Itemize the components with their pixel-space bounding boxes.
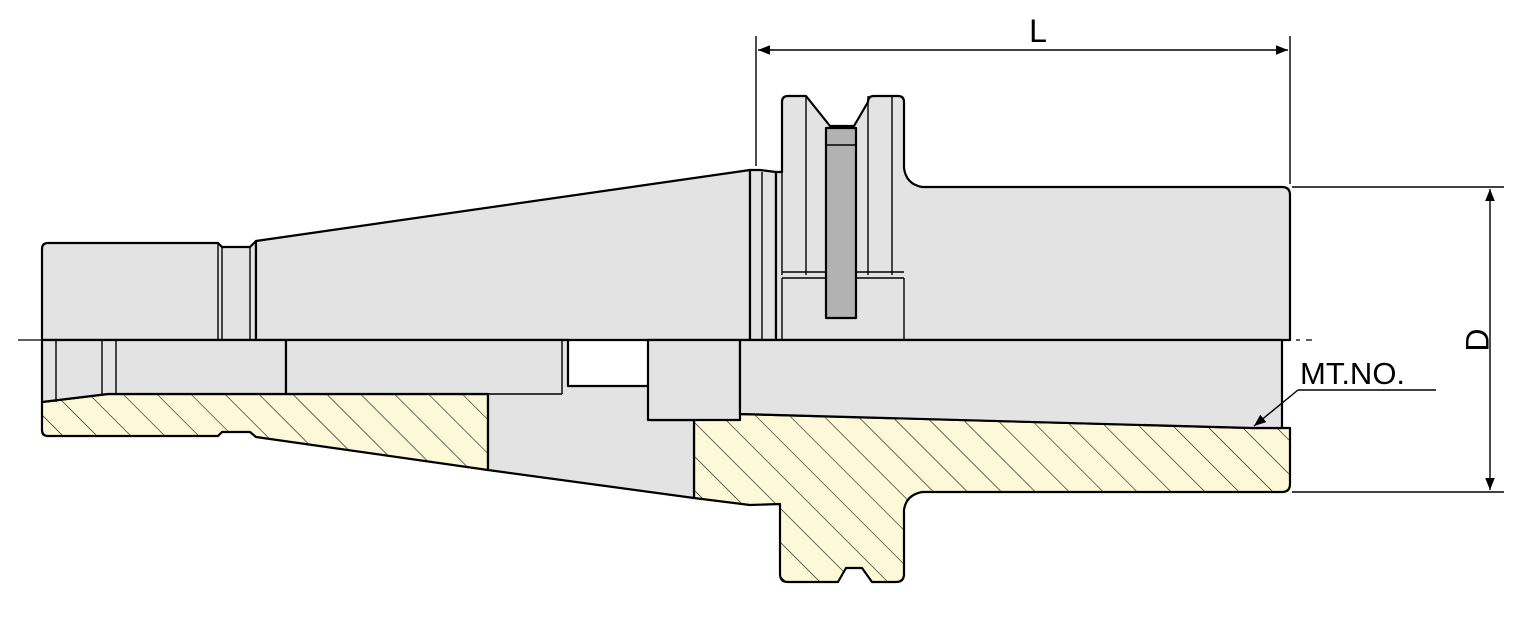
length-dimension: L [755, 13, 1291, 184]
diameter-dimension: D [1292, 186, 1504, 493]
exterior-view [40, 94, 1292, 342]
bore-taper [738, 338, 1284, 430]
nose-section [40, 239, 258, 342]
key-slot [824, 126, 858, 320]
section-view [40, 338, 1292, 584]
taper-callout: MT.NO. [1253, 356, 1436, 427]
drive-key-section [646, 338, 742, 422]
section-hatch [40, 392, 490, 472]
bore-left [40, 338, 288, 404]
length-label: L [1029, 13, 1047, 49]
flange [748, 168, 778, 342]
taper-label: MT.NO. [1300, 356, 1405, 391]
section-hatch-rear [692, 412, 1292, 584]
diameter-label: D [1459, 328, 1495, 351]
taper-shank [254, 168, 752, 342]
